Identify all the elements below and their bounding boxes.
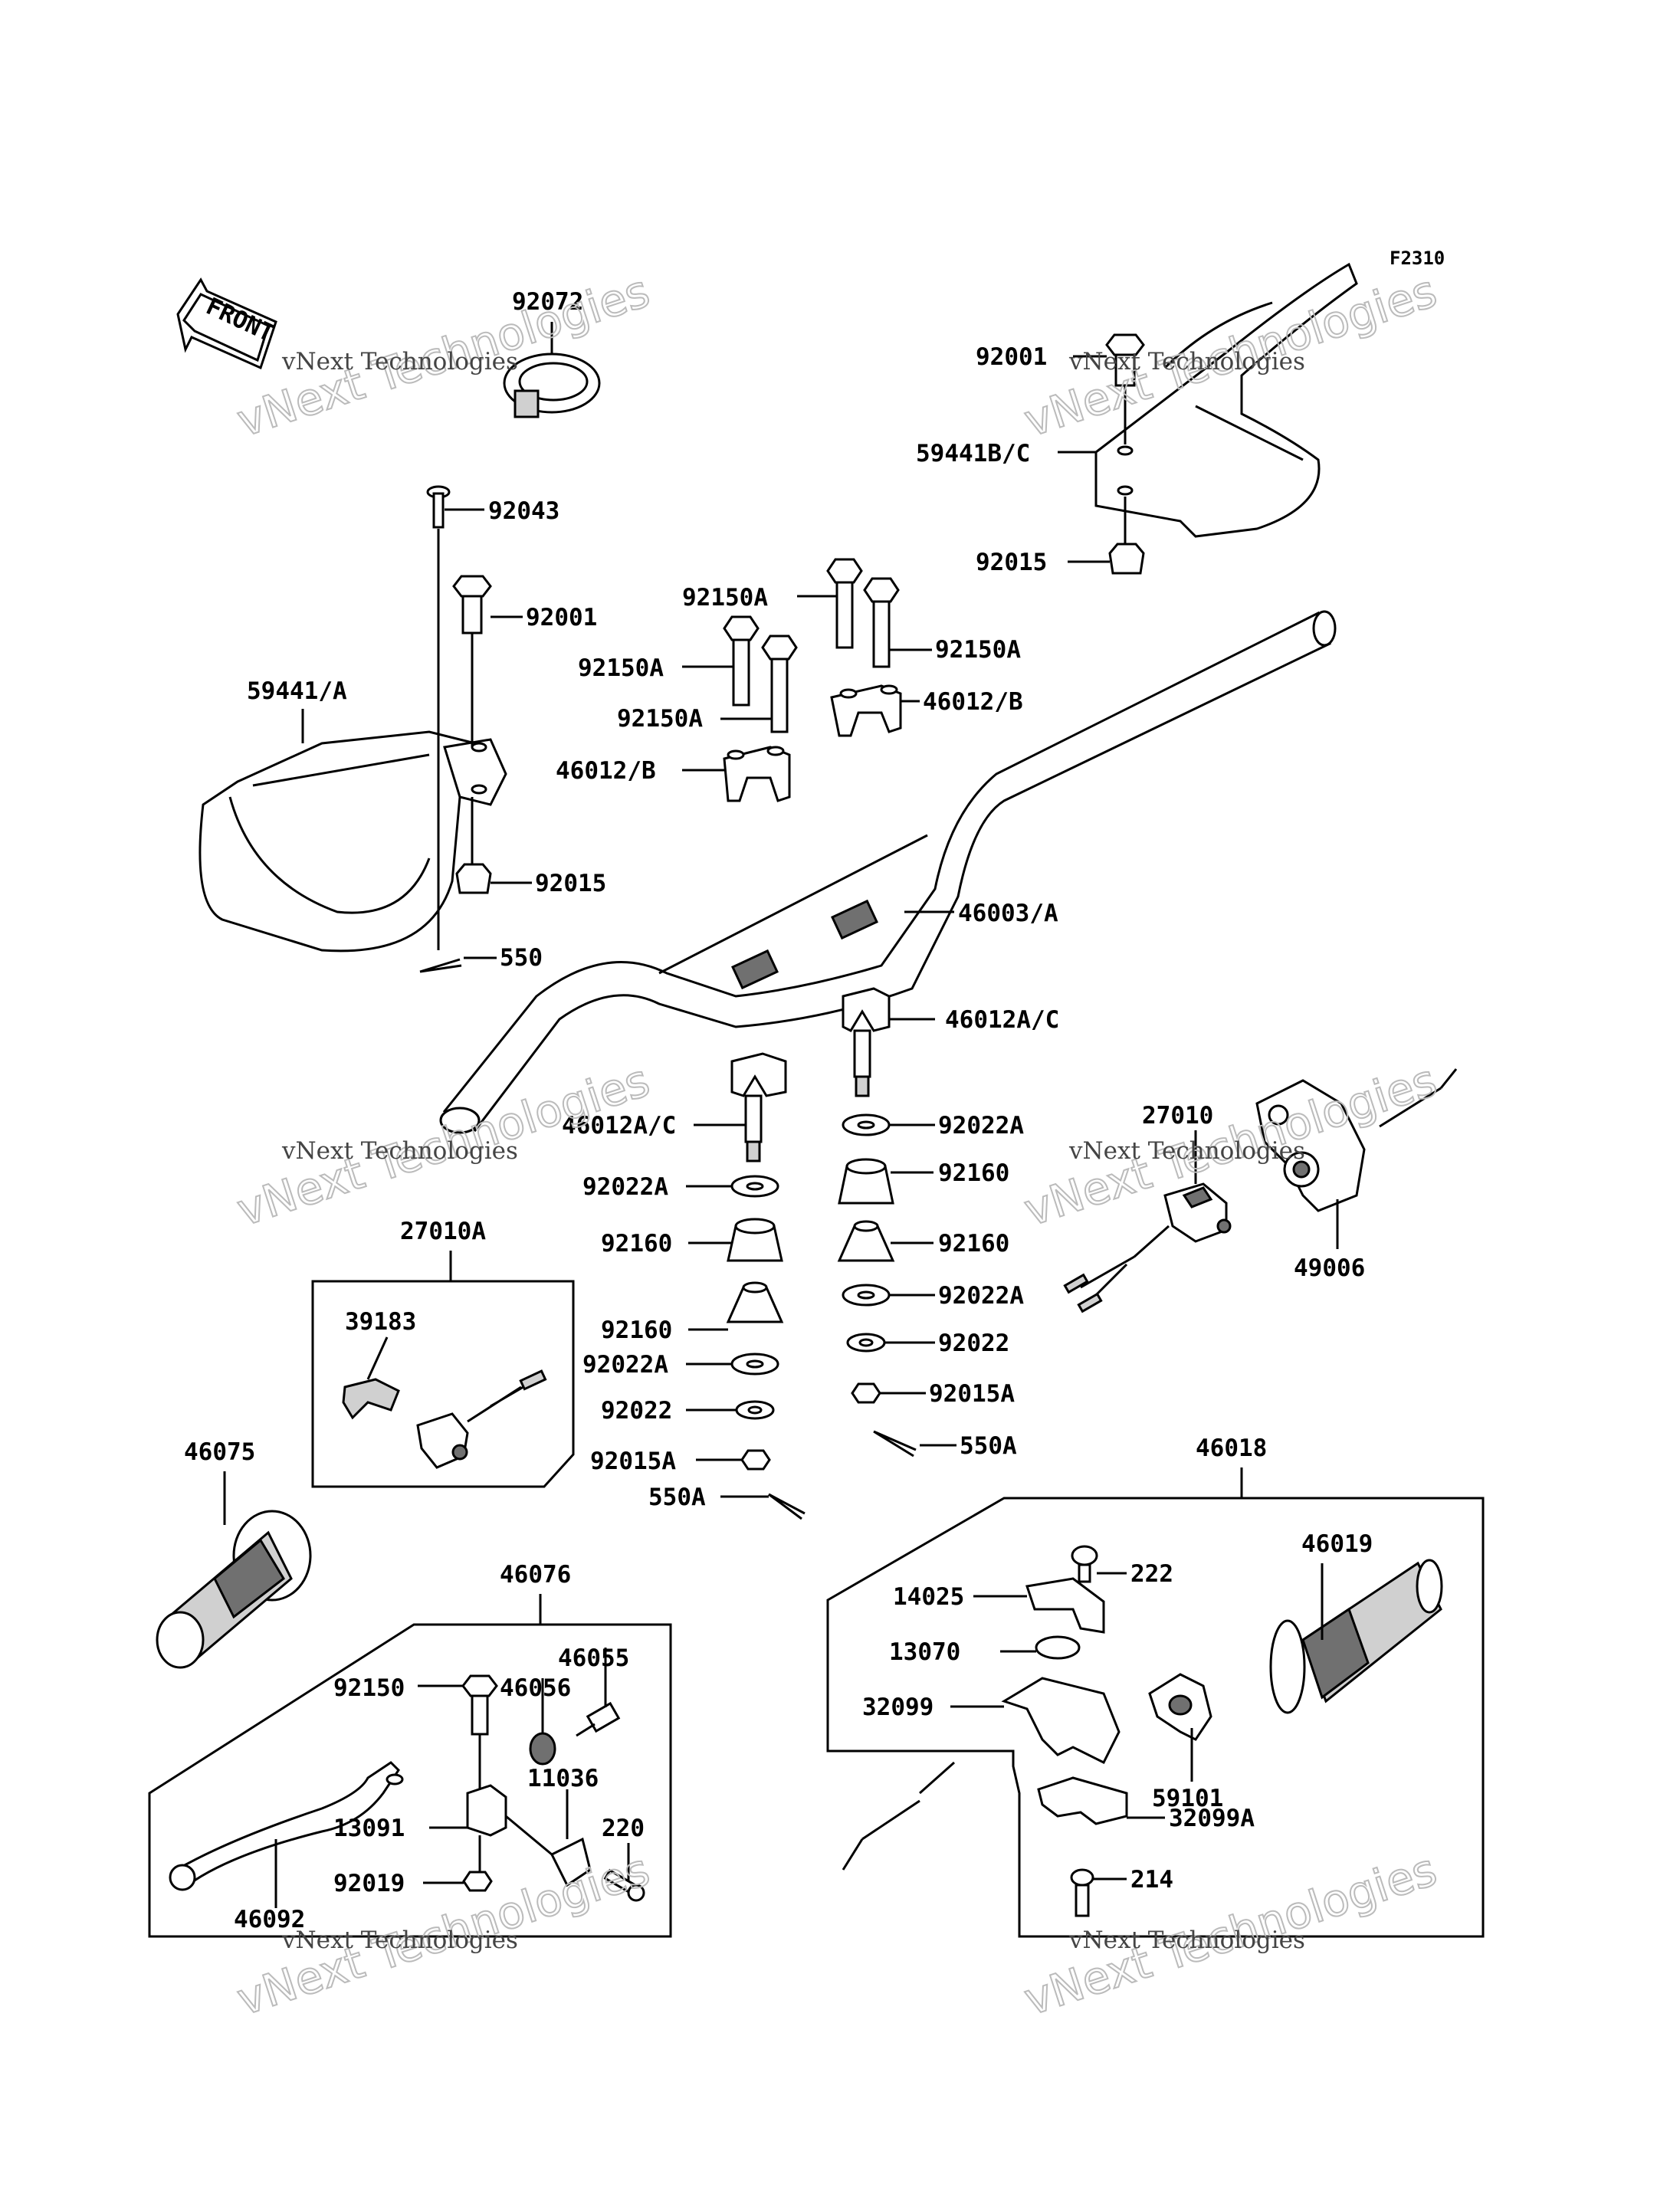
label-46003A: 46003/A	[958, 900, 1058, 927]
label-92150A-2: 92150A	[935, 636, 1021, 664]
part-46076-lever-assembly	[148, 1594, 672, 1938]
watermark-front: vNext Technologies	[1068, 348, 1305, 375]
part-27010A-switch-kit	[311, 1251, 575, 1488]
part-92015-nut-right	[1068, 497, 1145, 575]
diagram-code: F2310	[1390, 248, 1445, 269]
part-left-mount-stack	[686, 1175, 806, 1520]
part-46018-throttle-assembly	[826, 1467, 1485, 1938]
label-59101: 59101	[1152, 1785, 1223, 1812]
label-27010A: 27010A	[400, 1218, 486, 1245]
label-32099: 32099	[862, 1694, 934, 1721]
label-46092: 46092	[234, 1906, 305, 1933]
part-92015-nut-left	[455, 797, 532, 894]
label-14025: 14025	[893, 1583, 964, 1611]
label-32099A: 32099A	[1169, 1805, 1255, 1832]
label-13091: 13091	[333, 1815, 405, 1842]
label-92150A-4: 92150A	[617, 705, 703, 733]
watermark-mid-right: vNext Technologies vNext Technologies	[1017, 1053, 1443, 1237]
label-59441BC: 59441B/C	[916, 440, 1030, 467]
label-92022A-r2: 92022A	[938, 1282, 1024, 1310]
label-92150A-3: 92150A	[578, 654, 664, 682]
label-92160-r2: 92160	[938, 1230, 1009, 1258]
label-550A-r: 550A	[960, 1432, 1017, 1460]
label-220: 220	[602, 1815, 645, 1842]
label-92022A-l2: 92022A	[582, 1351, 668, 1379]
label-92160-r1: 92160	[938, 1159, 1009, 1187]
label-222: 222	[1130, 1560, 1173, 1588]
label-46012AC-left: 46012A/C	[562, 1112, 676, 1139]
label-92001-left: 92001	[526, 604, 597, 631]
label-27010: 27010	[1142, 1102, 1213, 1130]
part-59441BC-hand-guard	[1058, 262, 1358, 538]
part-92150A-bolts	[682, 558, 932, 733]
label-92015-right: 92015	[976, 549, 1047, 576]
label-92019: 92019	[333, 1870, 405, 1897]
label-39183: 39183	[345, 1308, 416, 1336]
part-46075-left-grip	[156, 1471, 312, 1669]
label-214: 214	[1130, 1866, 1173, 1894]
part-92001-bolt-left	[452, 575, 523, 747]
label-49006: 49006	[1294, 1254, 1365, 1282]
label-46018: 46018	[1196, 1435, 1267, 1462]
label-46019: 46019	[1301, 1530, 1373, 1558]
part-59441A-hand-guard	[199, 709, 507, 953]
part-46012B-clamps	[682, 684, 920, 802]
label-92022-r: 92022	[938, 1330, 1009, 1357]
label-92160-l1: 92160	[601, 1230, 672, 1258]
label-46076: 46076	[500, 1561, 571, 1589]
label-13070: 13070	[889, 1638, 960, 1666]
label-46012B-1: 46012/B	[923, 688, 1023, 716]
label-92001-right: 92001	[976, 343, 1047, 371]
label-550: 550	[500, 944, 543, 972]
part-right-mount-stack	[837, 1113, 956, 1458]
label-46075: 46075	[184, 1438, 255, 1466]
label-11036: 11036	[527, 1765, 599, 1792]
label-92150: 92150	[333, 1674, 405, 1702]
watermark-front: vNext Technologies	[281, 1137, 518, 1165]
label-550A-l: 550A	[648, 1484, 706, 1511]
front-arrow-icon: FRONT	[176, 277, 278, 370]
part-46003A-handlebar	[439, 610, 1337, 1134]
watermark-bottom-left: vNext Technologies vNext Technologies	[230, 1842, 656, 2026]
part-27010-switch	[1063, 1130, 1232, 1313]
part-550-cotter-pin	[419, 956, 497, 973]
label-46012AC-right: 46012A/C	[945, 1006, 1059, 1034]
label-59441A: 59441/A	[247, 677, 347, 705]
label-92150A-1: 92150A	[682, 584, 768, 612]
part-46012AC-risers	[694, 987, 935, 1162]
watermark-front: vNext Technologies	[281, 1926, 518, 1954]
part-92001-bolt-right	[1073, 333, 1145, 444]
watermark-front: vNext Technologies	[1068, 1137, 1305, 1165]
label-92022-l: 92022	[601, 1397, 672, 1425]
label-46056: 46056	[500, 1674, 571, 1702]
watermark-top-left: vNext Technologies vNext Technologies	[230, 264, 656, 448]
label-46012B-2: 46012/B	[556, 757, 656, 785]
label-92022A-l1: 92022A	[582, 1173, 668, 1201]
label-92072: 92072	[512, 288, 583, 316]
label-92043: 92043	[488, 497, 559, 525]
part-49006-throttle-housing	[1255, 1068, 1458, 1249]
label-92022A-r1: 92022A	[938, 1112, 1024, 1139]
label-46055: 46055	[558, 1644, 629, 1672]
label-92160-l2: 92160	[601, 1317, 672, 1344]
watermark-mid-left: vNext Technologies vNext Technologies	[230, 1053, 656, 1237]
watermark-front: vNext Technologies	[1068, 1926, 1305, 1954]
label-92015A-r: 92015A	[929, 1380, 1015, 1408]
part-92043-pin	[426, 485, 484, 950]
label-92015-left: 92015	[535, 870, 606, 897]
part-92072-clip	[503, 322, 601, 418]
watermark-front: vNext Technologies	[281, 348, 518, 375]
label-92015A-l: 92015A	[590, 1448, 676, 1475]
